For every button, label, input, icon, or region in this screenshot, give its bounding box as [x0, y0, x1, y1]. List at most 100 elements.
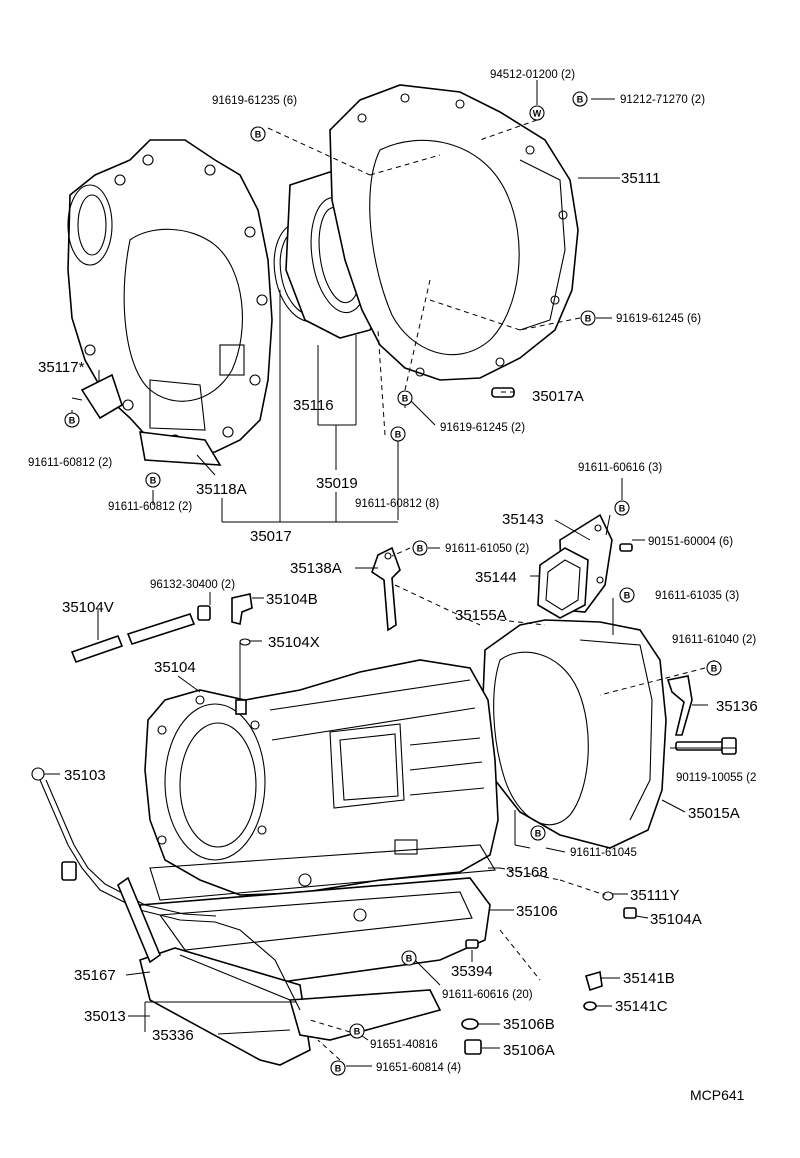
- bolt-mark-icon: B: [401, 950, 417, 966]
- part-label: 91611-61050 (2): [445, 543, 529, 555]
- part-label: 90119-10055 (2: [676, 772, 756, 784]
- bolt-mark-icon: B: [580, 310, 596, 326]
- part-label: 91611-60812 (2): [28, 457, 112, 469]
- part-label: 35103: [64, 767, 106, 784]
- lever-35138A-drawing: [371, 546, 401, 632]
- cover-35117-drawing: [80, 373, 123, 420]
- tube-35104V-drawing: [70, 613, 196, 664]
- bolt-mark-icon: B: [706, 660, 722, 676]
- part-label: 35106: [516, 903, 558, 920]
- part-label: 35111: [621, 170, 661, 187]
- bolt-mark-icon: B: [349, 1023, 365, 1039]
- part-label: 35141C: [615, 998, 668, 1015]
- gasket-35168-drawing: [149, 844, 496, 901]
- bolt-mark-icon: B: [250, 126, 266, 142]
- part-label: 35394: [451, 963, 493, 980]
- part-label: 91611-61040 (2): [672, 634, 756, 646]
- part-label: 35104A: [650, 911, 702, 928]
- part-label: 35118A: [196, 481, 247, 498]
- bell-housing-35111-drawing: [329, 84, 579, 381]
- part-label: 35104: [154, 659, 196, 676]
- part-label: 35013: [84, 1008, 126, 1025]
- washer-35141C-drawing: [583, 1001, 597, 1011]
- part-label: 35144: [475, 569, 517, 586]
- bolt-mark-icon: B: [330, 1060, 346, 1076]
- part-label: 35104B: [266, 591, 318, 608]
- part-label: 91611-60812 (8): [355, 498, 439, 510]
- catalog-code: MCP641: [690, 1087, 745, 1103]
- svg-text:B: B: [406, 954, 413, 964]
- part-label: 90151-60004 (6): [648, 536, 733, 548]
- dipstick-35103-drawing: [31, 767, 301, 1011]
- part-label: 35104V: [62, 599, 114, 616]
- part-label: 35106A: [503, 1042, 555, 1059]
- oring-35104X-drawing: [239, 638, 251, 646]
- svg-text:B: B: [69, 416, 76, 426]
- plug-35104A-drawing: [623, 907, 637, 919]
- bolt-mark-icon: B: [530, 825, 546, 841]
- bolt-mark-icon: B: [412, 540, 428, 556]
- svg-text:B: B: [255, 130, 262, 140]
- part-label: 35015A: [688, 805, 740, 822]
- part-label: 91611-61045: [570, 847, 637, 859]
- part-label: 94512-01200 (2): [490, 69, 575, 81]
- part-label: 35106B: [503, 1016, 555, 1033]
- part-label: 91619-61235 (6): [212, 95, 297, 107]
- part-label: 35336: [152, 1027, 194, 1044]
- svg-text:B: B: [395, 430, 402, 440]
- part-label: 35111Y: [630, 887, 680, 904]
- svg-text:B: B: [577, 95, 584, 105]
- svg-text:B: B: [335, 1064, 342, 1074]
- svg-text:B: B: [417, 544, 424, 554]
- part-label: 91619-61245 (6): [616, 313, 701, 325]
- part-label: 91651-40816: [370, 1039, 438, 1051]
- part-label: 35017A: [532, 388, 584, 405]
- part-label: 35141B: [623, 970, 675, 987]
- bolt-mark-icon: W: [529, 105, 545, 121]
- bolt-markers: W B B B B B B B B B B B B B B B: [64, 91, 722, 1076]
- part-label: 35138A: [290, 560, 342, 577]
- washer-35394-drawing: [465, 939, 479, 949]
- svg-text:B: B: [402, 394, 409, 404]
- part-label: 35155A: [455, 607, 507, 624]
- bolt-mark-icon: B: [64, 412, 80, 428]
- bolt-mark-icon: B: [619, 587, 635, 603]
- tube-35167-drawing: [117, 876, 291, 1001]
- part-label: 35117*: [38, 359, 85, 376]
- part-labels: 94512-01200 (2) 91212-71270 (2) 91619-61…: [28, 69, 758, 1103]
- part-label: 35143: [502, 511, 544, 528]
- bolt-mark-icon: B: [145, 472, 161, 488]
- svg-text:B: B: [624, 591, 631, 601]
- part-label: 91611-61035 (3): [655, 590, 739, 602]
- drain-plug-35106A-drawing: [464, 1039, 482, 1055]
- part-label: 91611-60616 (20): [442, 989, 533, 1001]
- extension-housing-35015A-drawing: [481, 619, 667, 849]
- leader-lines: [44, 80, 736, 1067]
- svg-text:B: B: [585, 314, 592, 324]
- svg-text:W: W: [533, 109, 542, 119]
- part-label: 35017: [250, 528, 292, 545]
- part-label: 91619-61245 (2): [440, 422, 525, 434]
- bolt-90119-drawing: [675, 737, 737, 755]
- breather-35104B-drawing: [197, 593, 253, 625]
- part-label: 91212-71270 (2): [620, 94, 705, 106]
- svg-text:B: B: [535, 829, 542, 839]
- bolt-mark-icon: B: [572, 91, 588, 107]
- part-label: 35116: [293, 397, 334, 414]
- part-label: 35168: [506, 864, 548, 881]
- part-label: 35104X: [268, 634, 320, 651]
- gasket-35106B-drawing: [461, 1018, 479, 1030]
- part-label: 35136: [716, 698, 758, 715]
- svg-text:B: B: [354, 1027, 361, 1037]
- bolt-mark-icon: B: [397, 390, 413, 406]
- main-case-35104-drawing: [144, 659, 499, 896]
- part-label: 96132-30400 (2): [150, 579, 235, 591]
- part-label: 91611-60616 (3): [578, 462, 662, 474]
- part-label: 35019: [316, 475, 358, 492]
- part-label: 35167: [74, 967, 116, 984]
- bolt-mark-icon: B: [390, 426, 406, 442]
- oring-35111Y-drawing: [602, 891, 614, 901]
- pin-90151-drawing: [619, 543, 633, 552]
- elbow-35141B-drawing: [585, 970, 603, 992]
